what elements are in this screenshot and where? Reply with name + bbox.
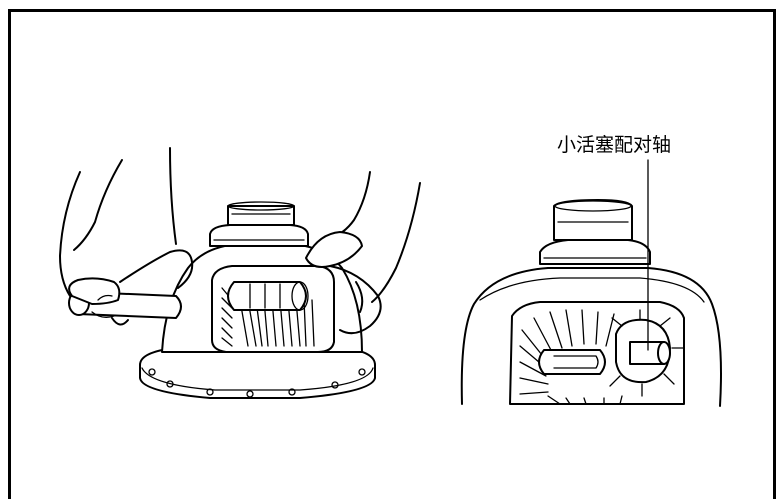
callout-label: 小活塞配对轴 bbox=[557, 134, 672, 156]
left-differential-illustration bbox=[59, 147, 421, 399]
right-differential-closeup bbox=[460, 199, 722, 407]
